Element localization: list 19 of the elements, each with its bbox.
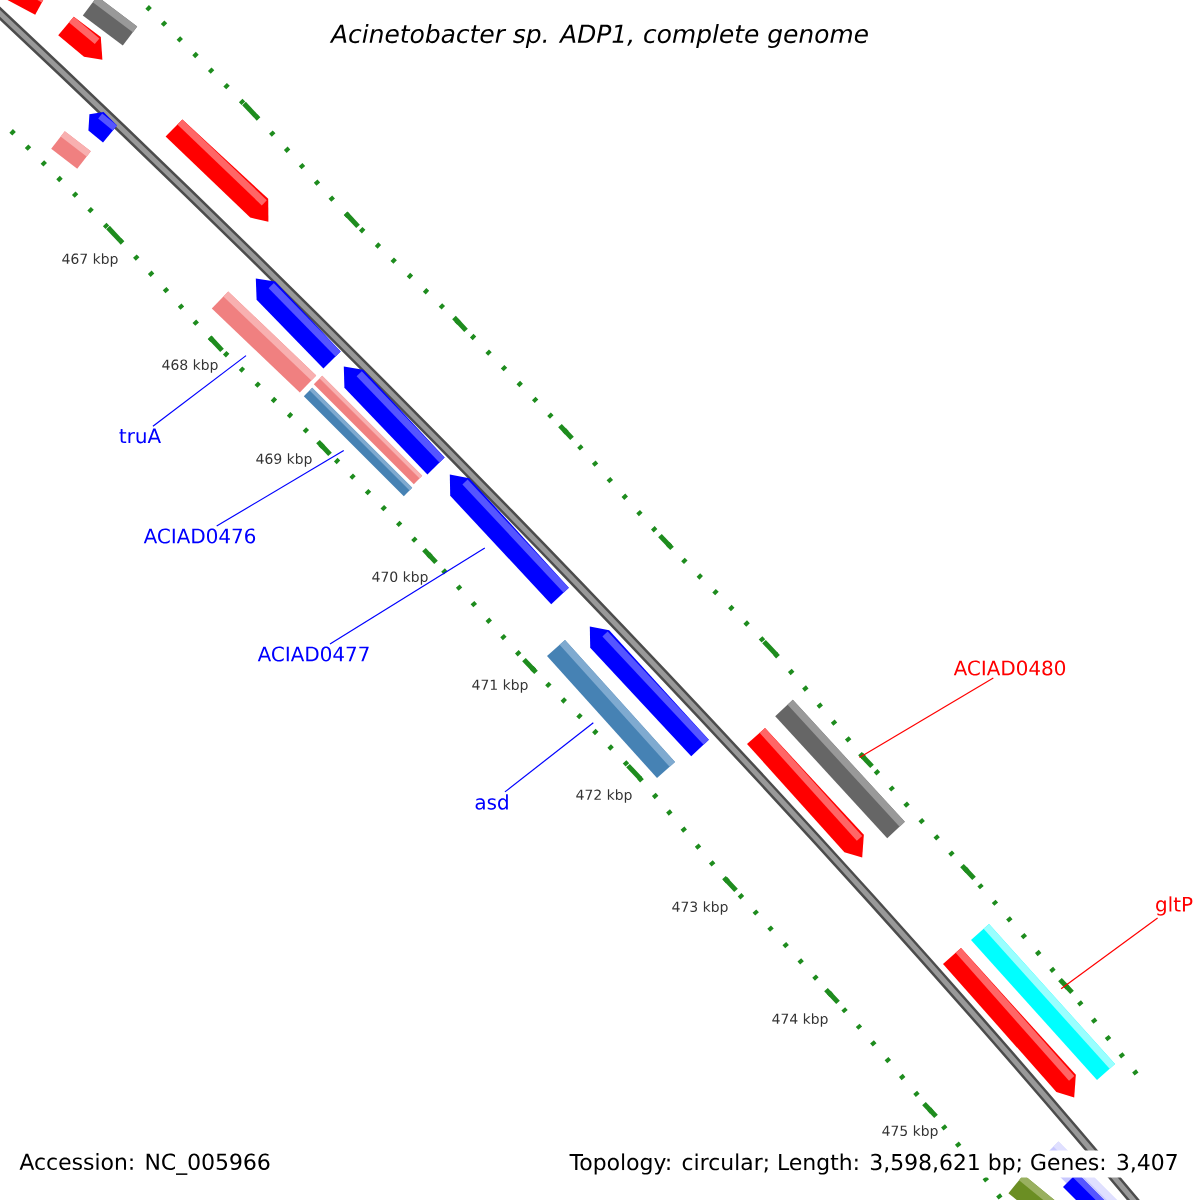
accession-text: Accession: NC_005966 [16,1150,274,1178]
leader-line [329,547,486,645]
gene-label: ACIAD0476 [143,528,256,544]
gene-bar [449,474,569,605]
leader-line [1060,917,1159,990]
leader-line [504,722,594,793]
gene-bar [775,699,905,839]
gene-label: ACIAD0477 [257,646,369,662]
gene-label: truA [119,428,161,444]
leader-line [858,677,994,758]
title: Acinetobacter sp. ADP1, complete genome [328,20,872,52]
gene-label: gltP [1156,896,1193,916]
gene-label: ACIAD0480 [953,660,1066,676]
gene-label: asd [475,794,508,810]
gene-bar [547,640,675,778]
gene-bar [971,924,1115,1080]
leader-line [152,355,247,427]
genome-info-text: Topology: circular; Length: 3,598,621 bp; Genes: 3,407 [566,1150,1182,1178]
leader-line [216,449,345,527]
